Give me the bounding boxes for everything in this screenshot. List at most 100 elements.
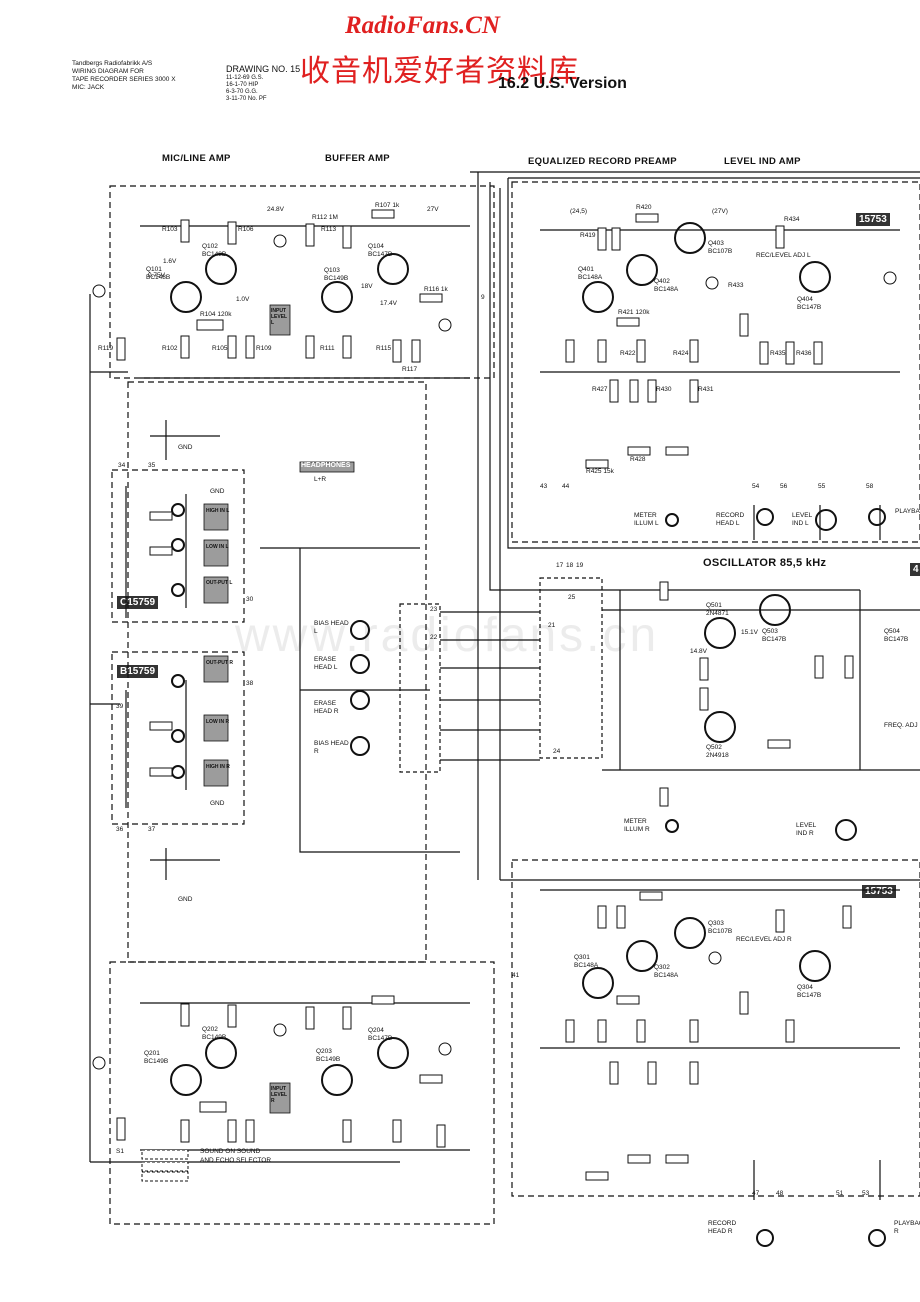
resistor-label: R431 <box>698 386 714 393</box>
level-meter-l-symbol <box>815 509 837 531</box>
record-head-l-symbol <box>756 508 774 526</box>
jack-output-r-symbol <box>171 674 185 688</box>
resistor-label: R116 1k <box>424 286 448 293</box>
board-label-top: 15753 <box>856 213 890 226</box>
resistor-label: R106 <box>238 226 254 233</box>
rec-level-adj-r-label: REC/LEVEL ADJ R <box>736 936 792 943</box>
output-r-box <box>203 655 229 683</box>
output-l-box <box>203 576 229 604</box>
transistor-q403-symbol <box>674 222 706 254</box>
headphones-box <box>299 461 355 473</box>
low-in-r-box <box>203 714 229 742</box>
jack-low-in-l-symbol <box>171 538 185 552</box>
pin-number: 25 <box>568 594 576 601</box>
transistor-q501-symbol <box>704 617 736 649</box>
transistor-q201-symbol <box>170 1064 202 1096</box>
transistor-q502-symbol <box>704 711 736 743</box>
version-title: 16.2 U.S. Version <box>498 75 627 92</box>
board-label-b: B15759 <box>117 665 159 678</box>
pin-number: 38 <box>246 680 254 687</box>
section-oscillator: OSCILLATOR 85,5 kHz <box>703 557 827 569</box>
revision-date: 16-1-70 HIP <box>226 82 259 88</box>
transistor-q204-symbol <box>377 1037 409 1069</box>
output-r-text: OUT-PUT R <box>206 660 233 666</box>
transistor-q103-symbol <box>321 281 353 313</box>
voltage-label: (24,5) <box>570 208 587 215</box>
pin-number: 48 <box>776 1190 784 1197</box>
resistor-label: R428 <box>630 456 646 463</box>
echo-selector-label: AND ECHO SELECTOR <box>200 1157 272 1164</box>
resistor-label: R115 <box>376 345 392 352</box>
meter-illum-l-label: METER ILLUM L <box>634 512 659 527</box>
pin-number: 30 <box>246 596 254 603</box>
transistor-q401-symbol <box>582 281 614 313</box>
voltage-label: 1.6V <box>163 258 177 265</box>
watermark-chinese: 收音机爱好者资料库 <box>300 54 579 89</box>
level-ind-l-label: LEVEL IND L <box>792 512 812 527</box>
transistor-q302-symbol <box>626 940 658 972</box>
meter-lamp-l-symbol <box>665 513 679 527</box>
rec-level-adj-l-label: REC/LEVEL ADJ L <box>756 252 811 259</box>
high-in-r-text: HIGH IN R <box>206 764 230 770</box>
pin-number: 54 <box>752 483 760 490</box>
jack-high-in-r-symbol <box>171 765 185 779</box>
record-head-r-symbol <box>756 1229 774 1247</box>
transistor-q503-symbol <box>759 594 791 626</box>
resistor-label: R104 120k <box>200 311 232 318</box>
pin-number: 53 <box>862 1190 870 1197</box>
transistor-q402-symbol <box>626 254 658 286</box>
pin-number: 39 <box>116 703 124 710</box>
switch-s1-label: S1 <box>116 1148 124 1155</box>
bias-head-r-label: BIAS HEAD R <box>314 740 349 755</box>
pin-number: 55 <box>818 483 826 490</box>
playback-r-label: PLAYBACK R <box>894 1220 920 1235</box>
input-board-b-outline <box>111 651 245 825</box>
transistor-q101-symbol <box>170 281 202 313</box>
resistor-label: R435 <box>770 350 786 357</box>
gnd-label-c: GND <box>210 488 225 495</box>
pin-number: 47 <box>752 1190 760 1197</box>
gnd-label-top: GND <box>178 444 193 451</box>
resistor-label: R419 <box>580 232 596 239</box>
resistor-label: R113 <box>321 226 337 233</box>
jack-area-outline <box>127 381 427 963</box>
voltage-label: 0.75V <box>148 272 165 279</box>
headphones-lr-label: L+R <box>314 476 327 483</box>
title-block: Tandbergs Radiofabrikk A/S WIRING DIAGRA… <box>72 60 176 92</box>
voltage-label: (27V) <box>712 208 728 215</box>
pin-number: 36 <box>116 826 124 833</box>
headphones-label: HEADPHONES <box>301 462 351 469</box>
revision-date: 6-3-70 G.G. <box>226 89 258 95</box>
drawing-number: DRAWING NO. 15 <box>226 64 301 74</box>
head-connector-outline <box>399 603 441 773</box>
pin-number: 23 <box>430 606 438 613</box>
pin-number: 51 <box>836 1190 844 1197</box>
resistor-label: R112 1M <box>312 214 338 221</box>
transistor-q404-symbol <box>799 261 831 293</box>
resistor-label: R427 <box>592 386 608 393</box>
voltage-label: 27V <box>427 206 439 213</box>
pin-number: 35 <box>148 462 156 469</box>
erase-head-l-symbol <box>350 654 370 674</box>
resistor-label: R422 <box>620 350 636 357</box>
jack-low-in-r-symbol <box>171 729 185 743</box>
resistor-label: R430 <box>656 386 672 393</box>
high-in-l-text: HIGH IN L <box>206 508 230 514</box>
transistor-q301-symbol <box>582 967 614 999</box>
title-line-3: MIC: JACK <box>72 84 105 91</box>
resistor-label: R421 120k <box>618 309 650 316</box>
company-name: Tandbergs Radiofabrikk A/S <box>72 60 153 67</box>
jack-high-in-l-symbol <box>171 503 185 517</box>
voltage-label: 14.8V <box>690 648 707 655</box>
transistor-q203-symbol <box>321 1064 353 1096</box>
pin-number: 37 <box>148 826 156 833</box>
resistor-label: R420 <box>636 204 652 211</box>
